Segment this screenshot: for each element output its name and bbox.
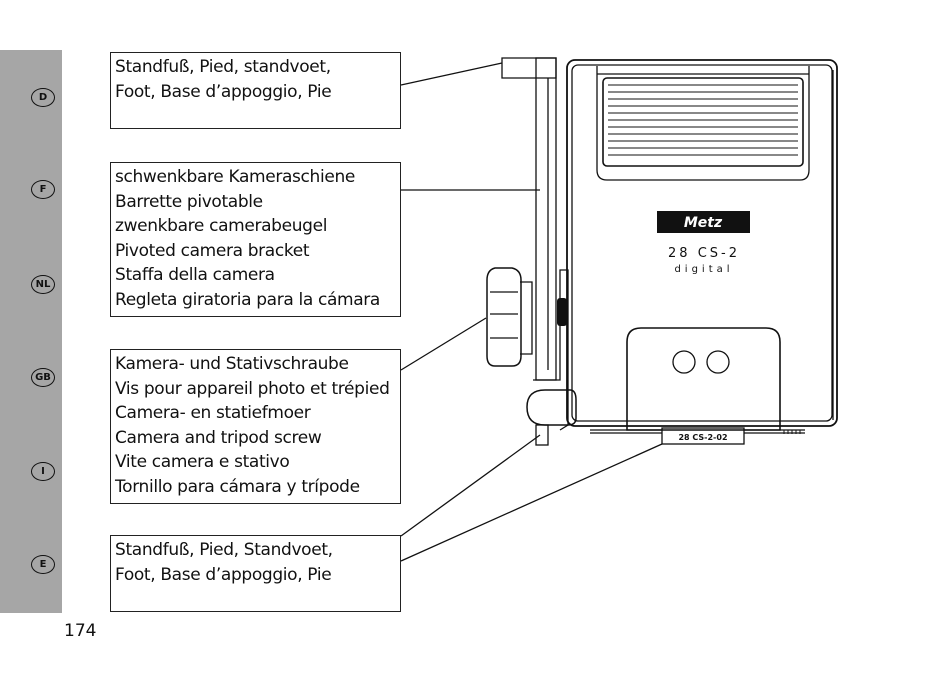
label-line: Foot, Base d’appoggio, Pie (115, 81, 332, 102)
label-line: Standfuß, Pied, Standvoet, (115, 540, 333, 560)
foot-mount-panel (626, 327, 781, 431)
label-line: Barrette pivotable (115, 191, 263, 212)
language-tab-strip: D F NL GB I E (0, 50, 62, 613)
tripod-screw-knob (486, 267, 533, 367)
label-box-foot-bottom: Standfuß, Pied, Standvoet, Foot, Base d’… (110, 535, 401, 612)
flash-body (566, 59, 838, 427)
reflector-grille (608, 84, 798, 156)
label-line: Regleta giratoria para la cámara (115, 289, 381, 310)
label-box-tripod-screw: Kamera- und Stativschraube Vis pour appa… (110, 349, 401, 504)
language-tab-d[interactable]: D (31, 88, 55, 107)
leader-line-foot-top (400, 62, 503, 86)
model-name: 28 CS-2 (668, 246, 740, 261)
label-line: Staffa della camera (115, 265, 275, 285)
language-tab-e[interactable]: E (31, 555, 55, 574)
language-tab-f[interactable]: F (31, 180, 55, 199)
language-tab-nl[interactable]: NL (31, 275, 55, 294)
language-tab-gb[interactable]: GB (31, 368, 55, 387)
bottom-teeth (783, 430, 801, 434)
model-plate (661, 427, 745, 445)
bracket-lock-slider (557, 298, 567, 326)
leader-line-foot-bottom-2 (400, 443, 663, 562)
label-line: Standfuß, Pied, standvoet, (115, 57, 331, 77)
label-line: Vite camera e stativo (115, 452, 290, 472)
label-line: Kamera- und Stativschraube (115, 354, 349, 374)
model-subtitle: digital (674, 264, 733, 275)
label-line: zwenkbare camerabeugel (115, 216, 328, 236)
page-number: 174 (64, 621, 97, 641)
label-box-camera-bracket: schwenkbare Kameraschiene Barrette pivot… (110, 162, 401, 317)
label-line: Vis pour appareil photo et trépied (115, 378, 390, 399)
camera-bracket (501, 57, 577, 446)
reflector (602, 77, 804, 167)
label-line: Pivoted camera bracket (115, 240, 310, 261)
label-line: Tornillo para cámara y trípode (115, 476, 360, 497)
leader-line-foot-bottom-1 (400, 434, 541, 537)
label-box-foot-top: Standfuß, Pied, standvoet, Foot, Base d’… (110, 52, 401, 129)
label-line: schwenkbare Kameraschiene (115, 167, 355, 187)
label-line: Camera- en statiefmoer (115, 403, 311, 423)
metz-logo (657, 211, 750, 233)
leader-line-screw (400, 317, 487, 371)
metz-logo-text: Metz (684, 215, 723, 231)
label-line: Foot, Base d’appoggio, Pie (115, 564, 332, 585)
language-tab-i[interactable]: I (31, 462, 55, 481)
foot-plate-label: 28 CS-2-02 (678, 433, 727, 442)
label-line: Camera and tripod screw (115, 427, 322, 448)
